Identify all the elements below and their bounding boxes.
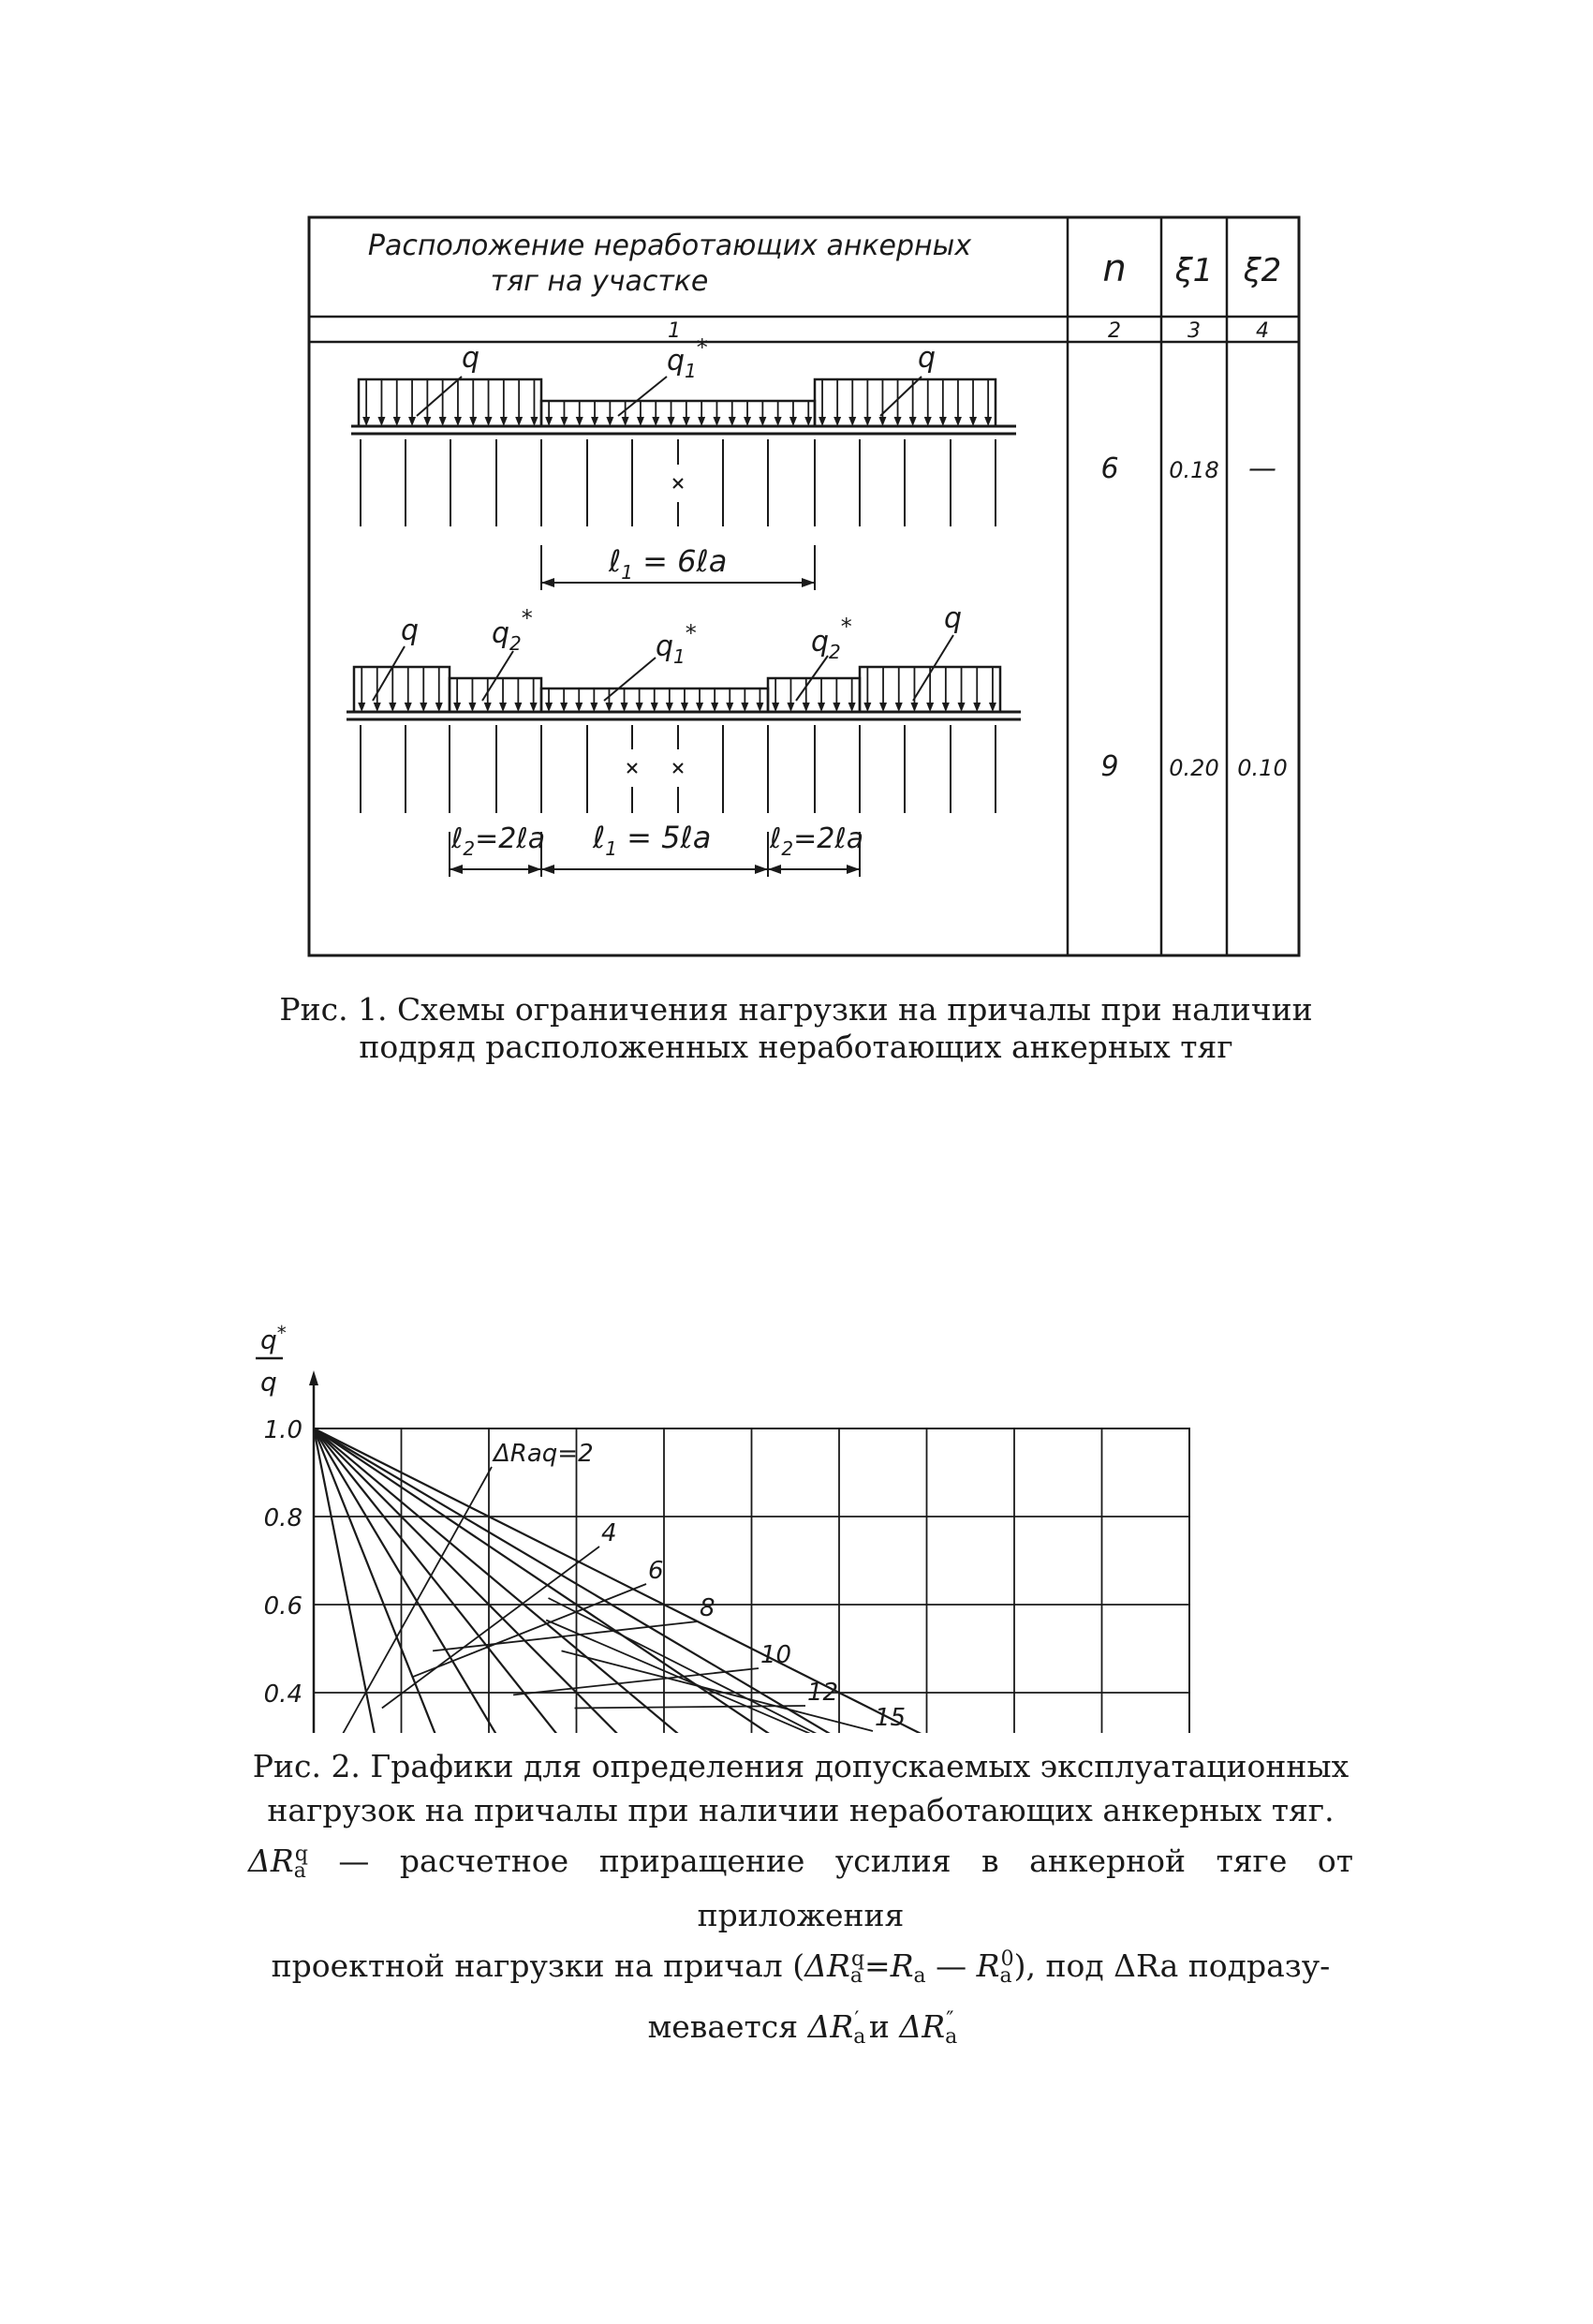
- header-xi1: ξ1: [1174, 252, 1214, 289]
- figure2-caption-line5: мевается ΔRa′ и ΔRa″: [647, 2008, 958, 2049]
- col-number-1: 1: [668, 319, 681, 343]
- scheme-row-1: [351, 376, 1016, 590]
- series-line-8: [313, 1428, 558, 1733]
- svg-text:q*: q*: [260, 1322, 287, 1355]
- figure2-caption-line2: нагрузок на причалы при наличии неработа…: [267, 1792, 1335, 1828]
- series-leader-15: [561, 1650, 874, 1732]
- series-leader-6: [411, 1583, 647, 1679]
- figure2-caption-line3: ΔRaq — расчетное приращение усилия в анк…: [248, 1843, 1353, 1933]
- chart-series: ΔRaq=24681012151720: [312, 1428, 922, 1733]
- row1-n: 6: [1100, 452, 1118, 485]
- s2-dim-left: ℓ2=2ℓa: [450, 822, 545, 860]
- s2-label-q2-right: q2*: [811, 614, 852, 663]
- series-leader-2: [342, 1466, 493, 1733]
- series-label-6: 6: [648, 1557, 664, 1585]
- s2-dim-mid: ℓ1 = 5ℓa: [592, 820, 711, 860]
- series-leader-8: [432, 1621, 699, 1652]
- load-chart: ΔRaq=24681012151720 246810121416182000.2…: [256, 1322, 1190, 1733]
- series-label-2: ΔRaq=2: [492, 1440, 594, 1468]
- series-line-12: [313, 1428, 679, 1733]
- figure2-caption-line4: проектной нагрузки на причал (ΔRaq=Ra — …: [271, 1947, 1331, 1988]
- series-line-20: [313, 1428, 922, 1733]
- y-axis-label: q* q: [256, 1322, 287, 1398]
- series-line-10: [313, 1428, 618, 1733]
- series-line-17: [313, 1428, 831, 1733]
- row1-xi2: —: [1248, 452, 1276, 485]
- col-number-2: 2: [1108, 319, 1121, 343]
- header-location-line1: Расположение неработающих анкерных: [368, 229, 971, 262]
- series-leader-10: [513, 1667, 760, 1696]
- figure1-caption-line2: подряд расположенных неработающих анкерн…: [359, 1029, 1233, 1065]
- table-frame: [307, 215, 1301, 957]
- y-tick-label: 0.8: [264, 1504, 302, 1532]
- row2-xi2: 0.10: [1237, 755, 1287, 781]
- series-line-15: [313, 1428, 770, 1733]
- s2-label-q1-mid: q1*: [656, 620, 697, 668]
- scheme-row-2: [347, 634, 1021, 877]
- s2-label-q-right: q: [944, 602, 962, 635]
- series-leader-12: [574, 1705, 806, 1710]
- s1-dimension: ℓ1 = 6ℓa: [608, 543, 727, 584]
- col-number-3: 3: [1187, 319, 1201, 343]
- svg-text:q: q: [260, 1367, 277, 1398]
- col-number-4: 4: [1256, 319, 1269, 343]
- figure1-caption-line1: Рис. 1. Схемы ограничения нагрузки на пр…: [279, 991, 1313, 1028]
- y-tick-label: 0.6: [264, 1592, 302, 1621]
- chart-grid: [309, 1370, 1190, 1733]
- series-line-4: [312, 1428, 436, 1733]
- header-n: n: [1102, 247, 1126, 290]
- series-leader-4: [381, 1546, 600, 1710]
- s1-label-q-left: q: [462, 342, 479, 375]
- series-leader-20: [548, 1597, 818, 1733]
- series-label-8: 8: [700, 1594, 715, 1622]
- row2-xi1: 0.20: [1169, 755, 1218, 781]
- figure2-caption-line1: Рис. 2. Графики для определения допускае…: [252, 1748, 1350, 1784]
- row2-n: 9: [1100, 750, 1118, 783]
- series-line-2: [312, 1428, 376, 1733]
- s2-dim-right: ℓ2=2ℓa: [769, 822, 863, 860]
- series-label-12: 12: [807, 1679, 838, 1707]
- s2-label-q-left: q: [401, 614, 419, 647]
- load-scheme-table: Расположение неработающих анкерных тяг н…: [307, 215, 1301, 957]
- chart-ticks: 246810121416182000.20.40.60.81.0: [264, 1416, 302, 1709]
- y-tick-label: 1.0: [264, 1416, 302, 1444]
- y-tick-label: 0.4: [264, 1680, 302, 1709]
- y-axis-arrow: [309, 1370, 318, 1385]
- s2-label-q2-left: q2*: [492, 605, 533, 655]
- series-leader-17: [545, 1619, 811, 1733]
- series-line-6: [313, 1428, 497, 1733]
- s1-label-q-right: q: [918, 342, 936, 375]
- figure2-caption: Рис. 2. Графики для определения допускае…: [248, 1744, 1353, 2059]
- row1-xi1: 0.18: [1169, 457, 1218, 483]
- figure1-caption: Рис. 1. Схемы ограничения нагрузки на пр…: [234, 991, 1358, 1066]
- header-xi2: ξ2: [1243, 252, 1282, 289]
- header-location-line2: тяг на участке: [491, 265, 709, 298]
- series-label-4: 4: [601, 1519, 617, 1547]
